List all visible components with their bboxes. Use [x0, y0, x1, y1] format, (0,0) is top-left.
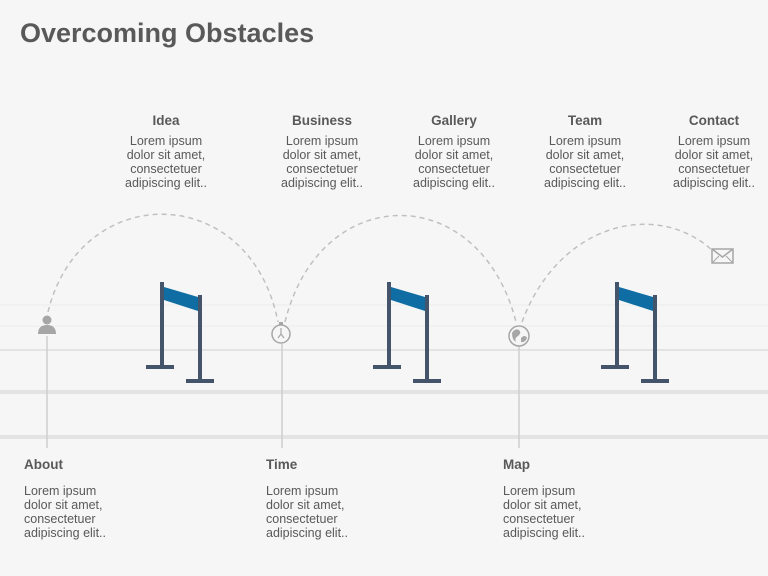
hurdle	[146, 282, 214, 383]
team-description: Lorem ipsum dolor sit amet, consectetuer…	[544, 134, 626, 190]
team-heading: Team	[567, 113, 603, 128]
about-label-group: About Lorem ipsum dolor sit amet, consec…	[24, 457, 154, 540]
page-title: Overcoming Obstacles	[20, 18, 315, 48]
map-label-group: Map Lorem ipsum dolor sit amet, consecte…	[503, 457, 633, 540]
time-heading: Time	[266, 457, 298, 472]
jump-arc	[284, 214, 517, 323]
idea-label-group: Idea Lorem ipsum dolor sit amet, consect…	[106, 113, 226, 190]
time-label-group: Time Lorem ipsum dolor sit amet, consect…	[266, 457, 396, 540]
about-heading: About	[24, 457, 63, 472]
stopwatch-icon	[271, 322, 291, 344]
globe-icon	[508, 325, 530, 347]
contact-heading: Contact	[688, 113, 740, 128]
idea-description: Lorem ipsum dolor sit amet, consectetuer…	[125, 134, 207, 190]
map-heading: Map	[503, 457, 530, 472]
person-icon	[38, 315, 56, 334]
business-label-group: Business Lorem ipsum dolor sit amet, con…	[262, 113, 382, 190]
contact-label-group: Contact Lorem ipsum dolor sit amet, cons…	[654, 113, 768, 190]
map-description: Lorem ipsum dolor sit amet, consectetuer…	[503, 484, 585, 540]
idea-heading: Idea	[152, 113, 180, 128]
team-label-group: Team Lorem ipsum dolor sit amet, consect…	[525, 113, 645, 190]
hurdle	[601, 282, 669, 383]
jump-arc	[521, 223, 715, 323]
business-description: Lorem ipsum dolor sit amet, consectetuer…	[281, 134, 363, 190]
gallery-label-group: Gallery Lorem ipsum dolor sit amet, cons…	[394, 113, 514, 190]
jump-arc	[47, 213, 279, 323]
time-description: Lorem ipsum dolor sit amet, consectetuer…	[266, 484, 348, 540]
about-description: Lorem ipsum dolor sit amet, consectetuer…	[24, 484, 106, 540]
contact-description: Lorem ipsum dolor sit amet, consectetuer…	[673, 134, 755, 190]
gallery-description: Lorem ipsum dolor sit amet, consectetuer…	[413, 134, 495, 190]
business-heading: Business	[291, 113, 353, 128]
gallery-heading: Gallery	[431, 113, 477, 128]
hurdle	[373, 282, 441, 383]
envelope-icon	[711, 248, 734, 264]
